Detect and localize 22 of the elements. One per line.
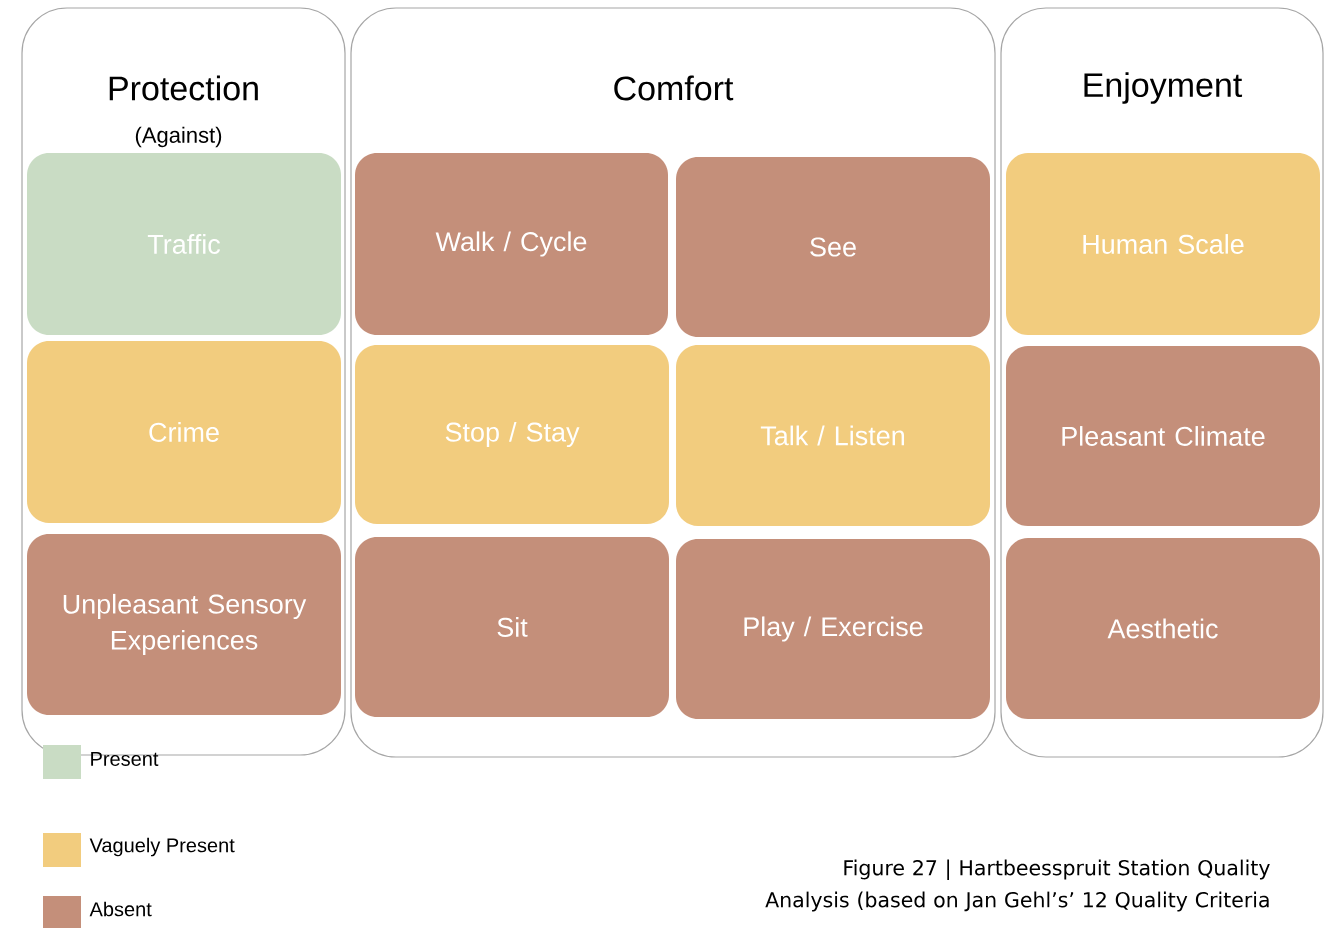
legend-label: Present — [91, 752, 159, 766]
group-subheading: (Against) — [135, 126, 222, 148]
group-heading: Comfort — [614, 75, 734, 101]
group-heading: Enjoyment — [1084, 72, 1243, 104]
criterion-box: See — [676, 157, 990, 337]
group-heading: Protection — [109, 75, 258, 101]
criterion-box: Sit — [355, 537, 669, 717]
group-panel — [1000, 7, 1324, 758]
legend-label: Vaguely Present — [89, 837, 235, 857]
caption: Figure 27 | Hartbeesspruit Station Quality Analysis (based on Jan Gehl’s’ 12 Quality Criteria — [765, 859, 1270, 912]
criterion-box: Talk / Listen — [676, 345, 990, 526]
criterion-box: Stop / Stay — [355, 345, 669, 524]
criterion-box: Traffic — [27, 153, 341, 335]
criterion-box: Unpleasant Sensory Experiences — [27, 534, 341, 715]
criterion-box: Human Scale — [1006, 153, 1320, 335]
criterion-box: Crime — [27, 341, 341, 523]
legend-label: Absent — [89, 901, 152, 917]
criterion-box: Aesthetic — [1006, 538, 1320, 719]
criterion-box: Play / Exercise — [676, 539, 990, 719]
criterion-box: Walk / Cycle — [355, 153, 668, 335]
group-panel — [350, 7, 996, 758]
criterion-box: Pleasant Climate — [1006, 346, 1320, 526]
